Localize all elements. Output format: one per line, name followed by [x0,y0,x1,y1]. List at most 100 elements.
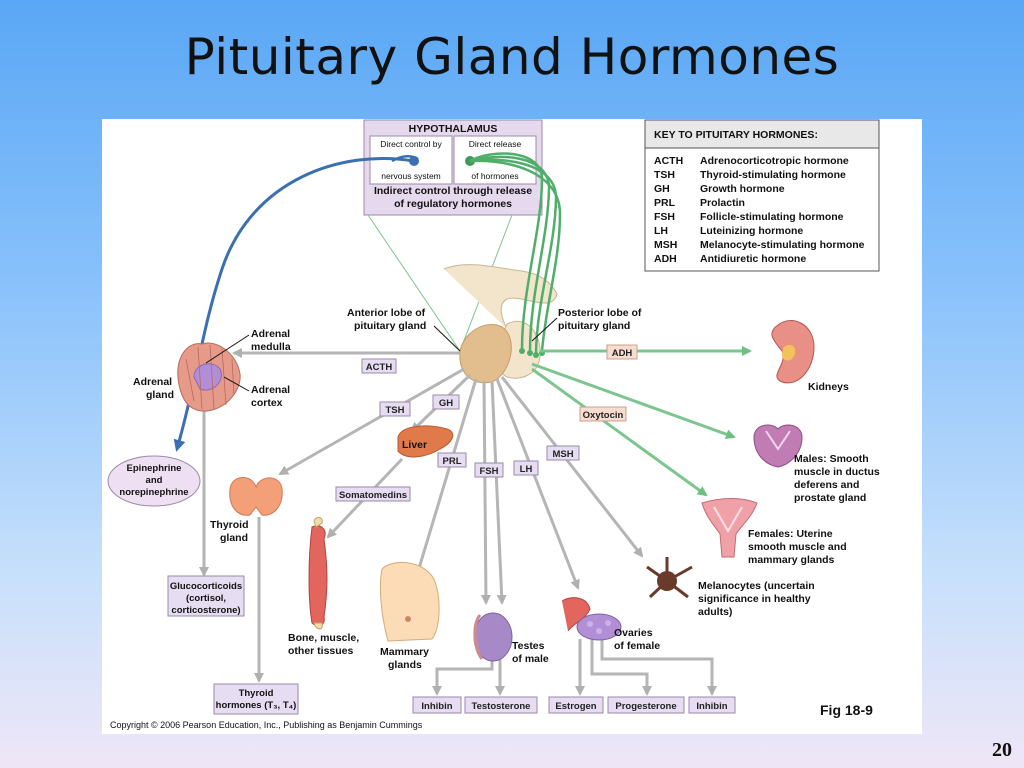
thyroid-hormones-label-2: hormones (T₃, T₄) [216,700,297,711]
males-label: Males: Smooth [794,453,869,465]
svg-text:Prolactin: Prolactin [700,197,745,209]
direct-nervous-label-2: nervous system [381,171,441,181]
svg-text:LH: LH [654,225,668,237]
males-label-3: deferens and [794,479,859,491]
posterior-lobe-label-2: pituitary gland [558,320,630,332]
testes-label-2: of male [512,653,549,665]
thyroid-hormones-label: Thyroid [239,688,274,699]
diagram-panel: HYPOTHALAMUS Direct control by nervous s… [102,119,922,734]
page-number: 20 [992,739,1012,761]
hormone-tags: ACTH TSH GH PRL FSH LH MSH ADH Oxytocin … [335,344,638,502]
kidneys-label: Kidneys [808,381,849,393]
posterior-lobe-label: Posterior lobe of [558,307,642,319]
ovaries-illustration [561,597,622,641]
liver-illustration [397,425,454,458]
tag-somatomedins: Somatomedins [335,486,411,502]
slide-title: Pituitary Gland Hormones [184,28,840,86]
epinephrine-label-3: norepinephrine [119,487,188,498]
adrenal-cortex-label-2: cortex [251,397,283,409]
posterior-arrows [531,346,752,497]
males-label-4: prostate gland [794,492,866,504]
svg-text:ACTH: ACTH [654,155,683,167]
direct-release-label-2: of hormones [471,171,518,181]
epinephrine-oval [107,455,201,507]
svg-text:FSH: FSH [480,466,499,477]
bone-muscle-illustration [308,516,328,630]
melanocytes-label: Melanocytes (uncertain [698,580,815,592]
tag-prl: PRL [437,452,467,468]
pituitary-diagram: HYPOTHALAMUS Direct control by nervous s… [107,119,880,730]
bone-muscle-label-2: other tissues [288,645,354,657]
uterus-illustration [701,498,758,558]
females-label-2: smooth muscle and [748,541,847,553]
anterior-lobe-label: Anterior lobe of [347,307,426,319]
key-title: KEY TO PITUITARY HORMONES: [654,129,818,141]
glucocorticoids-label-2: (cortisol, [186,593,226,604]
progesterone-label: Progesterone [615,701,676,712]
ovaries-label-2: of female [614,640,660,652]
prostate-illustration [753,424,803,468]
key-row: LH Luteinizing hormone [654,225,803,237]
svg-text:Luteinizing hormone: Luteinizing hormone [700,225,803,237]
svg-text:MSH: MSH [552,449,573,460]
direct-nervous-label: Direct control by [380,139,442,149]
tag-acth: ACTH [361,358,397,374]
indirect-control-label-2: of regulatory hormones [394,198,512,210]
testosterone-label: Testosterone [472,701,531,712]
females-label: Females: Uterine [748,528,833,540]
thyroid-label-2: gland [220,532,248,544]
copyright-text: Copyright © 2006 Pearson Education, Inc.… [110,720,423,730]
melanocyte-illustration [646,557,693,599]
svg-text:FSH: FSH [654,211,675,223]
svg-text:MSH: MSH [654,239,677,251]
glucocorticoids-label-3: corticosterone) [171,605,240,616]
neurosecretory-tracts [469,152,562,354]
tag-gh: GH [432,394,460,410]
svg-text:PRL: PRL [654,197,676,209]
key-row: TSH Thyroid-stimulating hormone [654,169,846,181]
diagram-labels: Anterior lobe of pituitary gland Posteri… [110,307,880,730]
svg-text:Somatomedins: Somatomedins [339,490,407,501]
svg-text:TSH: TSH [654,169,675,181]
svg-text:ACTH: ACTH [366,362,393,373]
males-label-2: muscle in ductus [794,466,880,478]
testes-illustration [473,612,513,662]
svg-text:ADH: ADH [612,348,633,359]
svg-text:TSH: TSH [386,405,405,416]
svg-text:Oxytocin: Oxytocin [583,410,624,421]
svg-text:Antidiuretic hormone: Antidiuretic hormone [700,253,806,265]
key-row: PRL Prolactin [654,197,745,209]
females-label-3: mammary glands [748,554,835,566]
hypothalamus-title: HYPOTHALAMUS [409,123,498,135]
anterior-lobe-label-2: pituitary gland [354,320,426,332]
liver-label: Liver [402,439,427,451]
svg-text:Follicle-stimulating hormone: Follicle-stimulating hormone [700,211,844,223]
svg-text:Thyroid-stimulating hormone: Thyroid-stimulating hormone [700,169,846,181]
adrenal-cortex-label: Adrenal [251,384,290,396]
glucocorticoids-label: Glucocorticoids [170,581,242,592]
tag-msh: MSH [546,445,580,461]
kidney-illustration [771,320,815,384]
ovaries-label: Ovaries [614,627,653,639]
inhibin-male-label: Inhibin [421,701,452,712]
adrenal-medulla-label-2: medulla [251,341,291,353]
thyroid-illustration [229,477,283,516]
svg-text:GH: GH [654,183,670,195]
hypothalamus-box: HYPOTHALAMUS Direct control by nervous s… [363,119,543,216]
estrogen-label: Estrogen [555,701,596,712]
testes-label: Testes [512,640,545,652]
epinephrine-label-2: and [146,475,163,486]
tag-lh: LH [513,460,539,476]
figure-label: Fig 18-9 [820,702,873,718]
svg-text:Adrenocorticotropic hormone: Adrenocorticotropic hormone [700,155,849,167]
tag-adh: ADH [606,344,638,360]
hormone-key: KEY TO PITUITARY HORMONES: ACTH Adrenocor… [644,119,880,272]
tag-fsh: FSH [474,462,504,478]
mammary-label: Mammary [380,646,429,658]
mammary-illustration [379,561,440,642]
adrenal-gland-label: Adrenal [133,376,172,388]
direct-release-label: Direct release [469,139,522,149]
